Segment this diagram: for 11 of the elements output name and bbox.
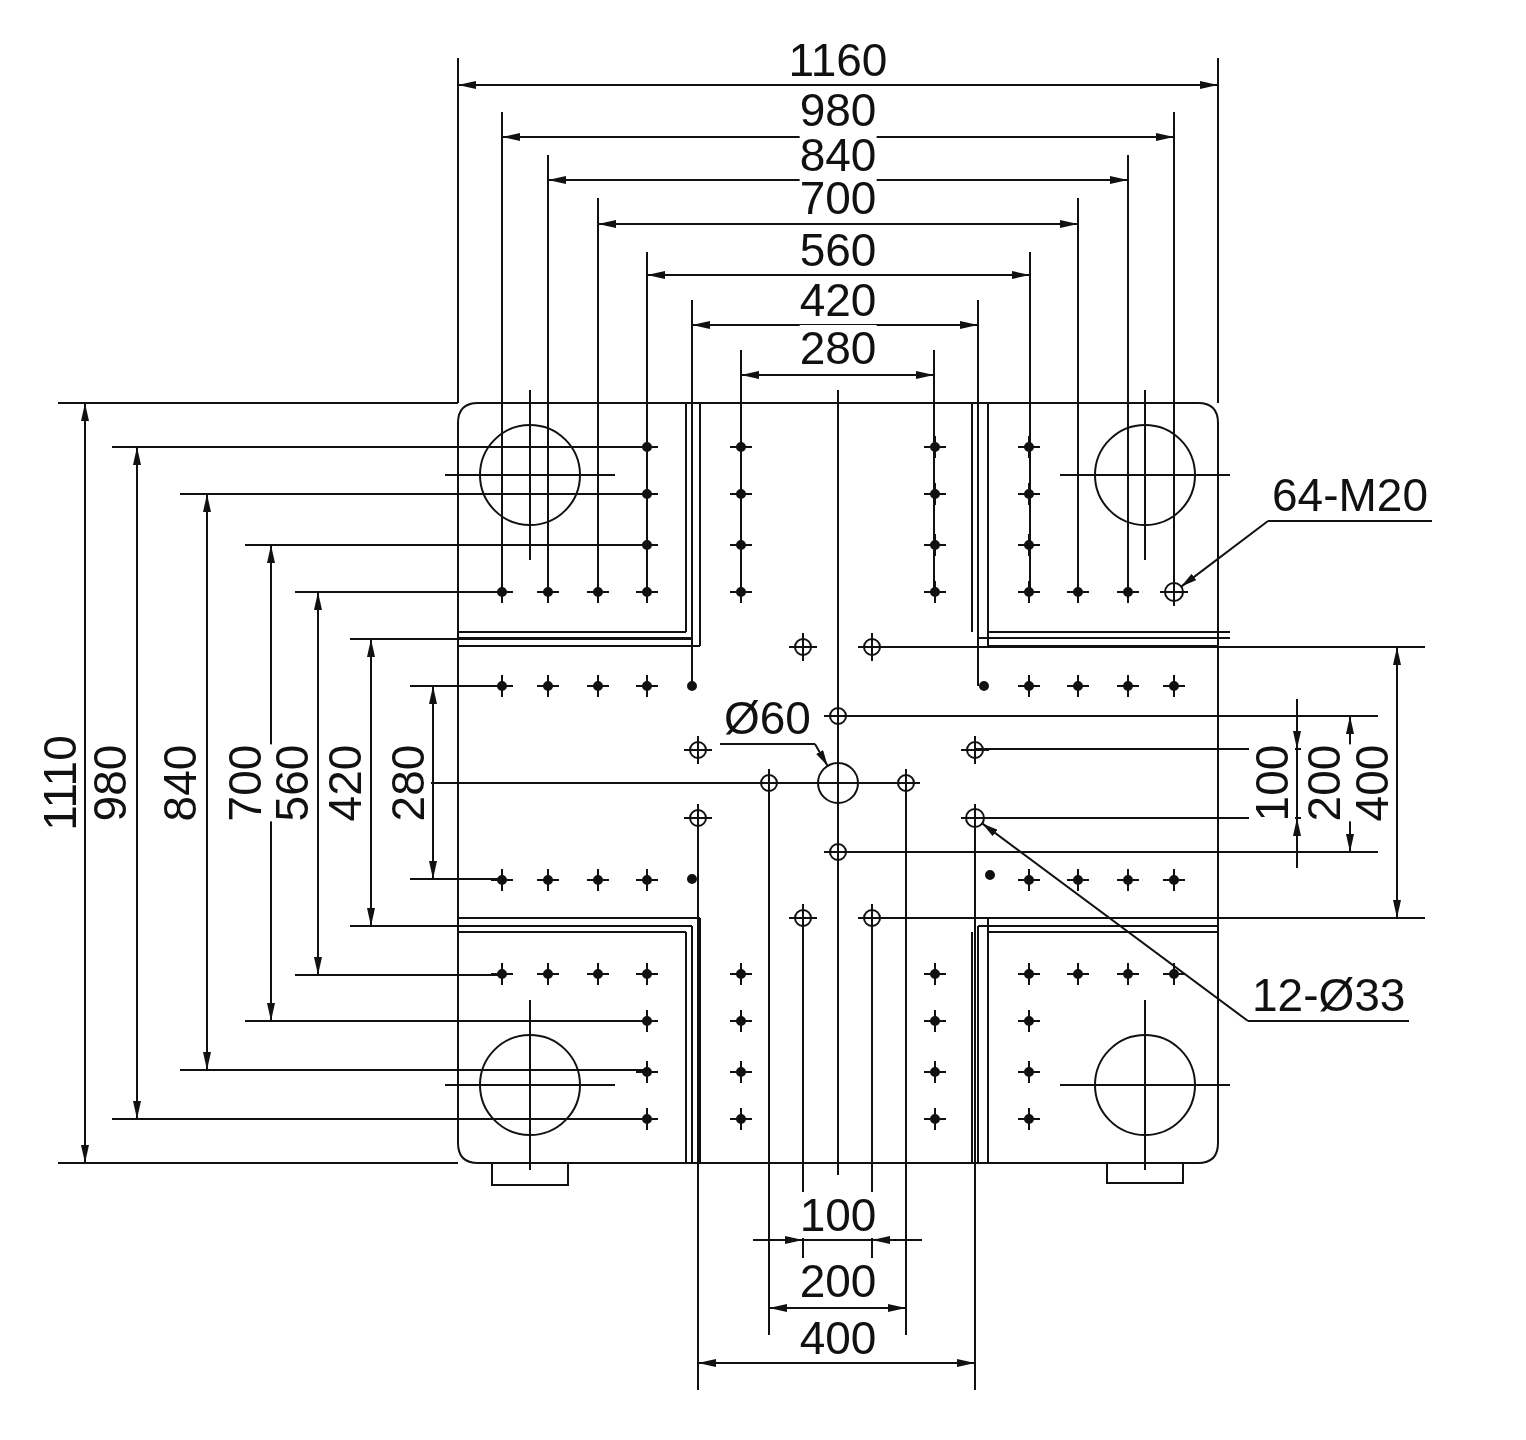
leader-line [981, 822, 1249, 1022]
callout-label: 64-M20 [1268, 472, 1432, 522]
leader-line [1180, 520, 1269, 588]
dimension-label: 100 [799, 1192, 877, 1238]
hole [1159, 577, 1189, 607]
callout-label: Ø60 [720, 695, 815, 745]
hole [960, 803, 990, 833]
leader-line [813, 743, 829, 767]
dimension-label: 100 [1249, 744, 1295, 822]
callout-label: 12-Ø33 [1248, 972, 1410, 1022]
center-hole [817, 762, 859, 804]
